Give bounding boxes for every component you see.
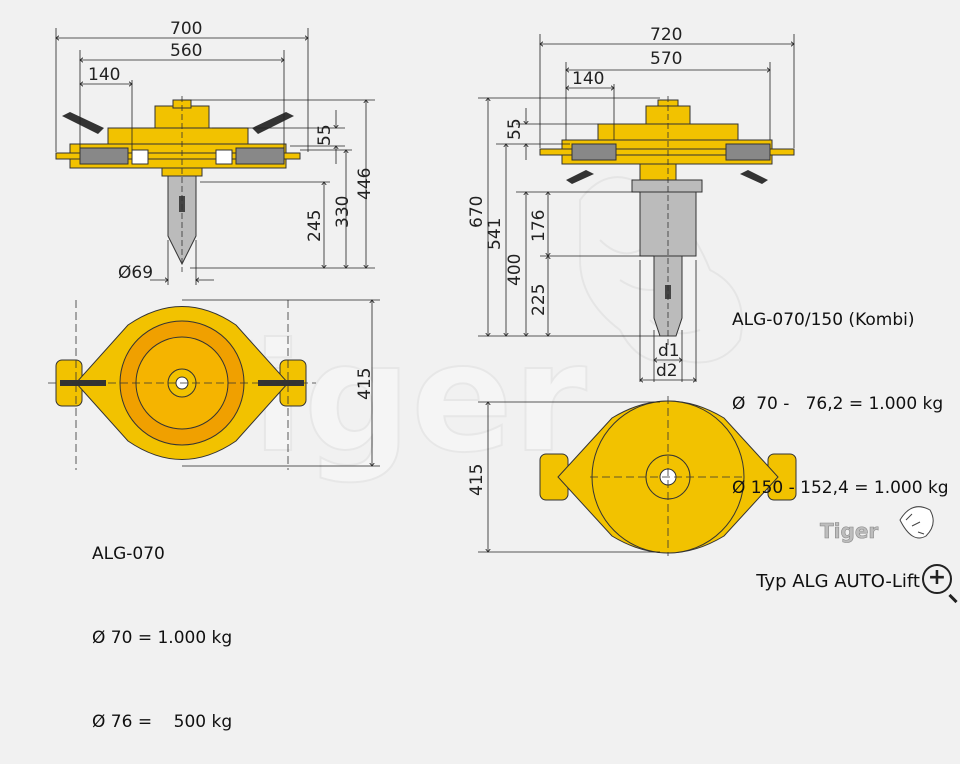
spec-alg070: ALG-070 Ø 70 = 1.000 kg Ø 76 = 500 kg	[92, 484, 232, 764]
dim-225: 225	[529, 284, 549, 316]
alg070-side-view	[55, 96, 301, 272]
zoom-plus-icon: +	[927, 565, 947, 590]
dim-670: 670	[467, 196, 487, 228]
dim-415-right: 415	[467, 464, 487, 496]
alg070-side-dimensions	[56, 28, 375, 285]
dim-d2: d2	[656, 361, 678, 381]
dim-245: 245	[305, 210, 325, 242]
dim-415-left: 415	[355, 368, 375, 400]
dim-55: 55	[315, 124, 335, 146]
dim-570: 570	[650, 49, 682, 69]
dim-55-right: 55	[505, 118, 525, 140]
drawing-canvas: Tiger	[0, 0, 960, 600]
spec-alg070-line2: Ø 76 = 500 kg	[92, 712, 233, 732]
dim-d1: d1	[658, 341, 680, 361]
dim-140-right: 140	[572, 69, 604, 89]
tiger-logo-text: Tiger	[820, 519, 878, 543]
dim-400: 400	[505, 254, 525, 286]
dim-330: 330	[333, 196, 353, 228]
alg070150-top-view	[539, 396, 797, 556]
dim-541: 541	[485, 218, 505, 250]
dim-140: 140	[88, 65, 120, 85]
spec-alg070150: ALG-070/150 (Kombi) Ø 70 - 76,2 = 1.000 …	[732, 250, 949, 530]
spec-alg070-title: ALG-070	[92, 544, 165, 564]
tiger-logo: Tiger	[820, 506, 934, 543]
alg070150-top-dimensions	[478, 402, 660, 552]
dim-700: 700	[170, 19, 202, 39]
alg070-top-view	[48, 300, 316, 470]
alg070150-side-view	[539, 96, 795, 345]
dim-dia69: Ø69	[118, 263, 153, 283]
technical-drawing: Tiger	[48, 19, 934, 556]
dim-720: 720	[650, 25, 682, 45]
alg070150-side-dimensions	[478, 34, 794, 382]
spec-alg070-line1: Ø 70 = 1.000 kg	[92, 628, 233, 648]
dim-446: 446	[355, 168, 375, 200]
alg070-top-dimensions	[182, 300, 380, 466]
spec-alg070150-title: ALG-070/150 (Kombi)	[732, 310, 915, 330]
dim-560: 560	[170, 41, 202, 61]
dim-176: 176	[529, 210, 549, 242]
footer-caption: Typ ALG AUTO-Lift	[756, 571, 920, 592]
zoom-in-button[interactable]: +	[922, 564, 952, 594]
spec-alg070150-line2: Ø 150 - 152,4 = 1.000 kg	[732, 478, 949, 498]
spec-alg070150-line1: Ø 70 - 76,2 = 1.000 kg	[732, 394, 944, 414]
